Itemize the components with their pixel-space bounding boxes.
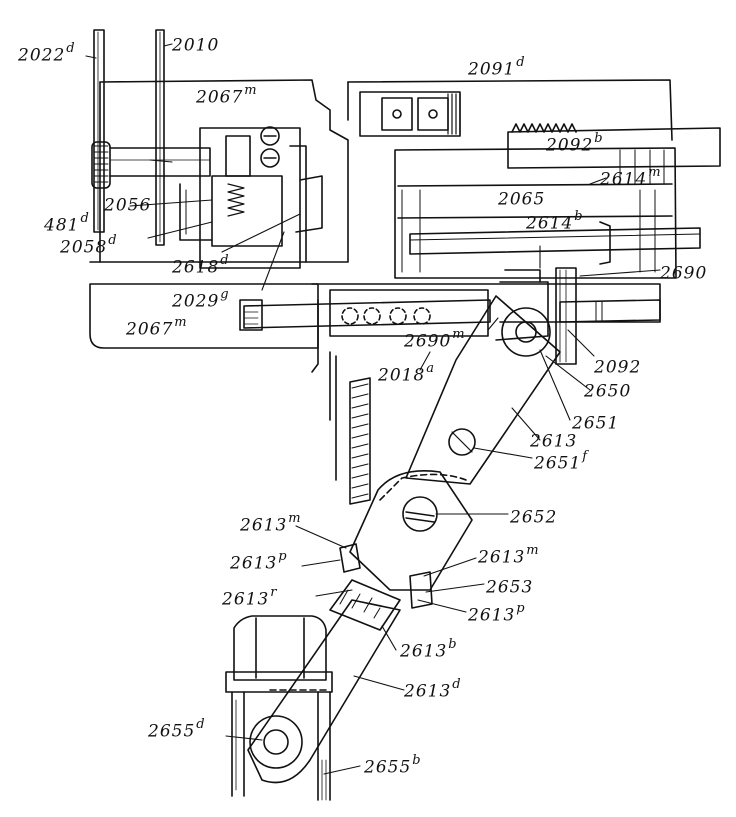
label-2613p-left: 2613p <box>230 549 288 574</box>
upper-housing <box>89 79 677 279</box>
label-2614b: 2614b <box>526 209 584 234</box>
label-2065: 2065 <box>498 189 546 210</box>
label-2056: 2056 <box>104 195 152 216</box>
label-2092: 2092 <box>594 357 642 378</box>
label-2653: 2653 <box>486 577 534 598</box>
label-2614m: 2614m <box>600 165 662 190</box>
label-2652: 2652 <box>510 507 558 528</box>
block-2091d <box>359 91 461 137</box>
label-2651f: 2651f <box>534 449 589 474</box>
label-2690m: 2690m <box>404 327 466 352</box>
label-2655b: 2655b <box>364 753 422 778</box>
label-2650: 2650 <box>584 381 632 402</box>
label-481d: 481d <box>44 211 90 236</box>
label-2018a: 2018a <box>378 361 436 386</box>
label-2067m-bottom: 2067m <box>126 315 188 340</box>
label-2655d: 2655d <box>148 717 206 742</box>
leader-lines <box>85 43 661 775</box>
lever-2613 <box>379 269 561 501</box>
label-2651: 2651 <box>572 413 620 434</box>
hatched-member-2018a <box>349 377 371 505</box>
label-2613m-right: 2613m <box>478 543 540 568</box>
knob-2056 <box>91 141 211 189</box>
label-2613b: 2613b <box>400 637 458 662</box>
nut-rod-2655 <box>225 615 333 801</box>
bar-2092 <box>555 267 661 365</box>
plates-2022d-2010 <box>93 29 165 246</box>
label-2690: 2690 <box>660 263 708 284</box>
label-2010: 2010 <box>172 35 220 56</box>
label-2091d: 2091d <box>468 55 526 80</box>
slotted-bar-2690m <box>239 299 491 331</box>
rack-bar-2092b <box>507 123 721 169</box>
rod-2614m <box>409 221 701 265</box>
link-2613d <box>247 599 401 784</box>
label-2058d: 2058d <box>60 233 118 258</box>
label-2067m-top: 2067m <box>196 83 258 108</box>
label-2618d: 2618d <box>172 253 230 278</box>
label-2613m-left: 2613m <box>240 511 302 536</box>
label-2613p-right: 2613p <box>468 601 526 626</box>
label-2613r: 2613r <box>222 585 278 610</box>
label-2092b: 2092b <box>546 131 604 156</box>
label-2613d: 2613d <box>404 677 462 702</box>
screw-plate-2652 <box>329 470 473 631</box>
label-2022d: 2022d <box>18 41 76 66</box>
label-2029g: 2029g <box>172 287 230 312</box>
label-2613: 2613 <box>530 431 578 452</box>
